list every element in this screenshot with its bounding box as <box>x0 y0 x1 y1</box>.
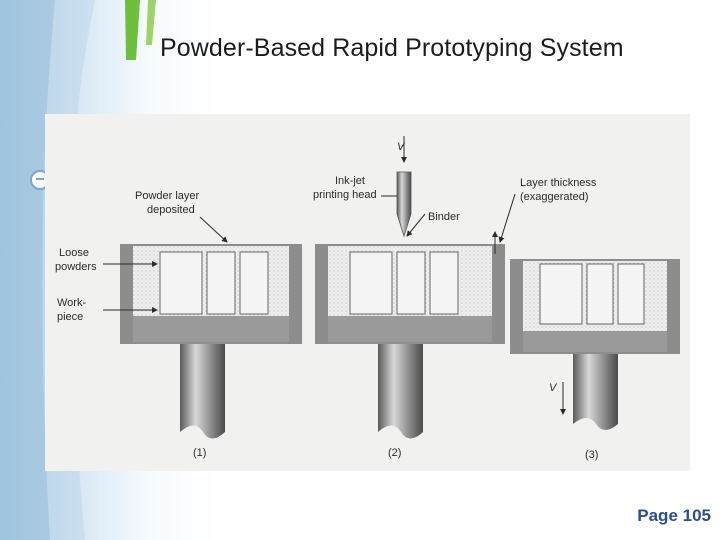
powder-layer-label-1: Powder layer <box>135 190 200 202</box>
layer-thickness-label-1: Layer thickness <box>520 177 597 189</box>
step-label-2: (2) <box>388 447 401 459</box>
layer-thickness-label-2: (exaggerated) <box>520 191 589 203</box>
powder-layer-label-2: deposited <box>147 204 195 216</box>
velocity-label-bottom: V <box>549 382 558 394</box>
page-number: Page 105 <box>637 506 711 525</box>
loose-powders-label-2: powders <box>55 261 97 273</box>
prototyping-diagram: Powder layer deposited Loose powders Wor… <box>45 114 690 471</box>
inkjet-label-2: printing head <box>313 189 377 201</box>
stage-1-unit <box>120 244 302 446</box>
stage-3-unit <box>510 259 680 438</box>
diagram-arrows <box>103 136 566 415</box>
binder-label: Binder <box>428 211 460 223</box>
workpiece-label-2: piece <box>57 311 83 323</box>
velocity-label-top: V <box>397 141 406 153</box>
stage-2-unit <box>315 171 505 446</box>
loose-powders-label-1: Loose <box>59 247 89 259</box>
step-label-1: (1) <box>193 447 206 459</box>
slide-title: Powder-Based Rapid Prototyping System <box>160 34 624 62</box>
step-label-3: (3) <box>585 449 598 461</box>
inkjet-label-1: Ink-jet <box>335 175 365 187</box>
workpiece-label-1: Work- <box>57 297 86 309</box>
